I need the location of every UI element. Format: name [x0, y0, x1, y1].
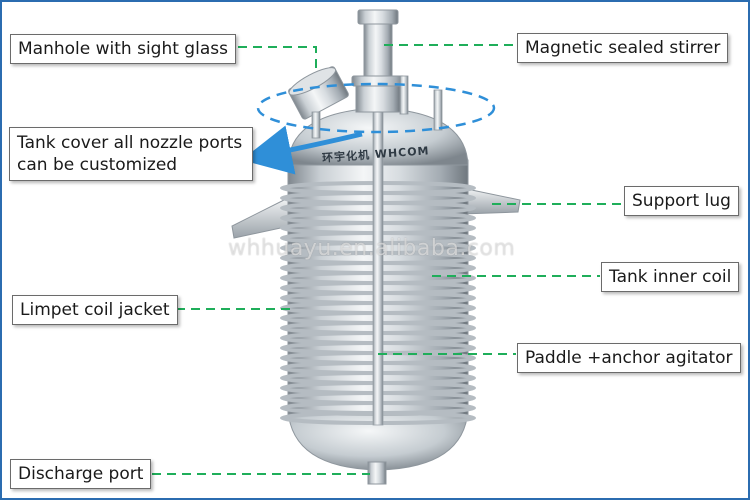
label-discharge: Discharge port: [10, 459, 152, 489]
label-manhole: Manhole with sight glass: [10, 34, 236, 64]
discharge-nozzle: [367, 461, 387, 485]
nozzle-port-left: [311, 111, 321, 139]
nozzle-port-far-right: [433, 89, 443, 131]
label-limpet: Limpet coil jacket: [12, 295, 178, 325]
tank-cover-highlight-ellipse: [256, 82, 496, 134]
label-stirrer: Magnetic sealed stirrer: [517, 33, 729, 63]
stirrer-magnet-housing: [363, 23, 393, 77]
stirrer-base: [355, 85, 401, 113]
label-inner-coil: Tank inner coil: [601, 262, 740, 292]
leader-lines: [152, 44, 624, 475]
nozzle-port-right: [399, 75, 409, 115]
stirrer-top-flange: [357, 9, 399, 25]
label-tank-cover: Tank cover all nozzle ports can be custo…: [9, 127, 253, 181]
label-support-lug: Support lug: [624, 186, 739, 216]
leader-manhole: [238, 46, 317, 68]
label-paddle: Paddle +anchor agitator: [517, 343, 741, 373]
watermark: whhuayu.en.alibaba.com: [228, 236, 516, 261]
tank-cover-arrow: [241, 125, 363, 175]
